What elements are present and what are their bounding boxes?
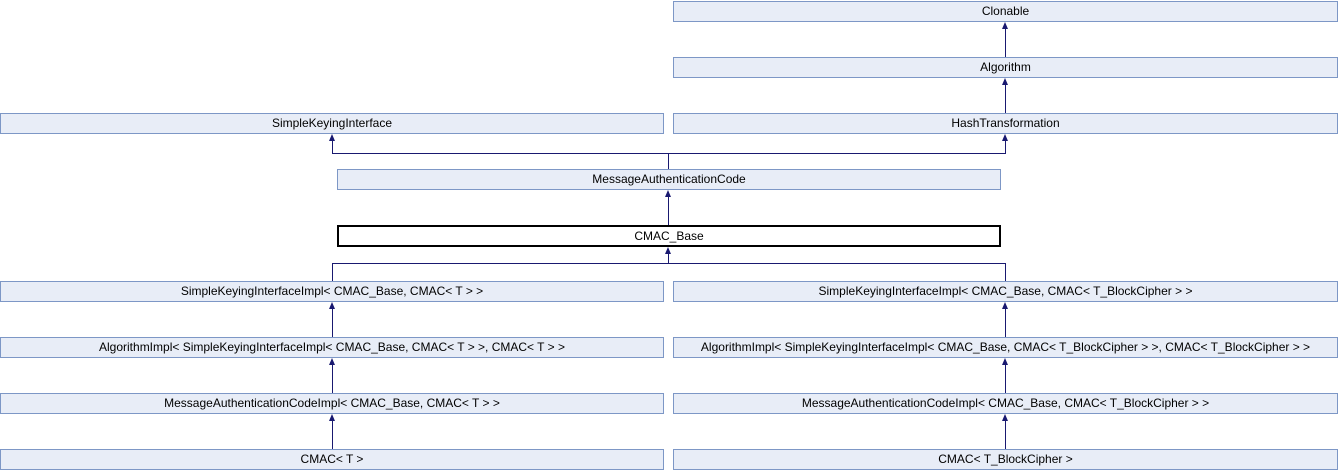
inheritance-arrowhead — [1002, 414, 1008, 421]
class-node-cmac-tbc[interactable]: CMAC< T_BlockCipher > — [673, 449, 1338, 470]
inheritance-arrowhead — [329, 134, 335, 141]
inheritance-edge-line — [332, 263, 1006, 264]
inheritance-edge-line — [1005, 364, 1006, 393]
inheritance-arrowhead — [1002, 134, 1008, 141]
inheritance-edge-line — [332, 308, 333, 337]
inheritance-edge-line — [332, 420, 333, 449]
class-node-message-authentication-code-impl-t[interactable]: MessageAuthenticationCodeImpl< CMAC_Base… — [0, 393, 664, 414]
inheritance-edge-line — [1005, 420, 1006, 449]
inheritance-edge-line — [1005, 140, 1006, 154]
inheritance-arrowhead — [665, 190, 671, 197]
inheritance-edge-line — [332, 364, 333, 393]
class-node-hash-transformation[interactable]: HashTransformation — [673, 113, 1338, 134]
inheritance-edge-line — [668, 196, 669, 225]
inheritance-arrowhead — [329, 358, 335, 365]
inheritance-edge-line — [668, 253, 669, 264]
inheritance-edge-line — [1005, 263, 1006, 281]
class-node-algorithm-impl-tbc[interactable]: AlgorithmImpl< SimpleKeyingInterfaceImpl… — [673, 337, 1338, 358]
inheritance-edge-line — [668, 153, 669, 169]
class-node-simple-keying-interface-impl-tbc[interactable]: SimpleKeyingInterfaceImpl< CMAC_Base, CM… — [673, 281, 1338, 302]
class-node-simple-keying-interface[interactable]: SimpleKeyingInterface — [0, 113, 664, 134]
class-node-simple-keying-interface-impl-t[interactable]: SimpleKeyingInterfaceImpl< CMAC_Base, CM… — [0, 281, 664, 302]
class-node-algorithm-impl-t[interactable]: AlgorithmImpl< SimpleKeyingInterfaceImpl… — [0, 337, 664, 358]
inheritance-arrowhead — [329, 302, 335, 309]
inheritance-edge-line — [1005, 84, 1006, 113]
inheritance-edge-line — [332, 140, 333, 154]
inheritance-arrowhead — [1002, 22, 1008, 29]
class-node-message-authentication-code[interactable]: MessageAuthenticationCode — [337, 169, 1001, 190]
inheritance-edge-line — [332, 263, 333, 281]
inheritance-edge-line — [1005, 28, 1006, 57]
inheritance-arrowhead — [329, 414, 335, 421]
inheritance-arrowhead — [665, 247, 671, 254]
inheritance-arrowhead — [1002, 302, 1008, 309]
class-node-cmac-t[interactable]: CMAC< T > — [0, 449, 664, 470]
class-node-cmac-base-current: CMAC_Base — [337, 225, 1001, 247]
class-node-algorithm[interactable]: Algorithm — [673, 57, 1338, 78]
class-node-clonable[interactable]: Clonable — [673, 1, 1338, 22]
inheritance-edge-line — [1005, 308, 1006, 337]
inheritance-arrowhead — [1002, 78, 1008, 85]
class-node-message-authentication-code-impl-tbc[interactable]: MessageAuthenticationCodeImpl< CMAC_Base… — [673, 393, 1338, 414]
inheritance-edge-line — [332, 153, 1006, 154]
inheritance-arrowhead — [1002, 358, 1008, 365]
